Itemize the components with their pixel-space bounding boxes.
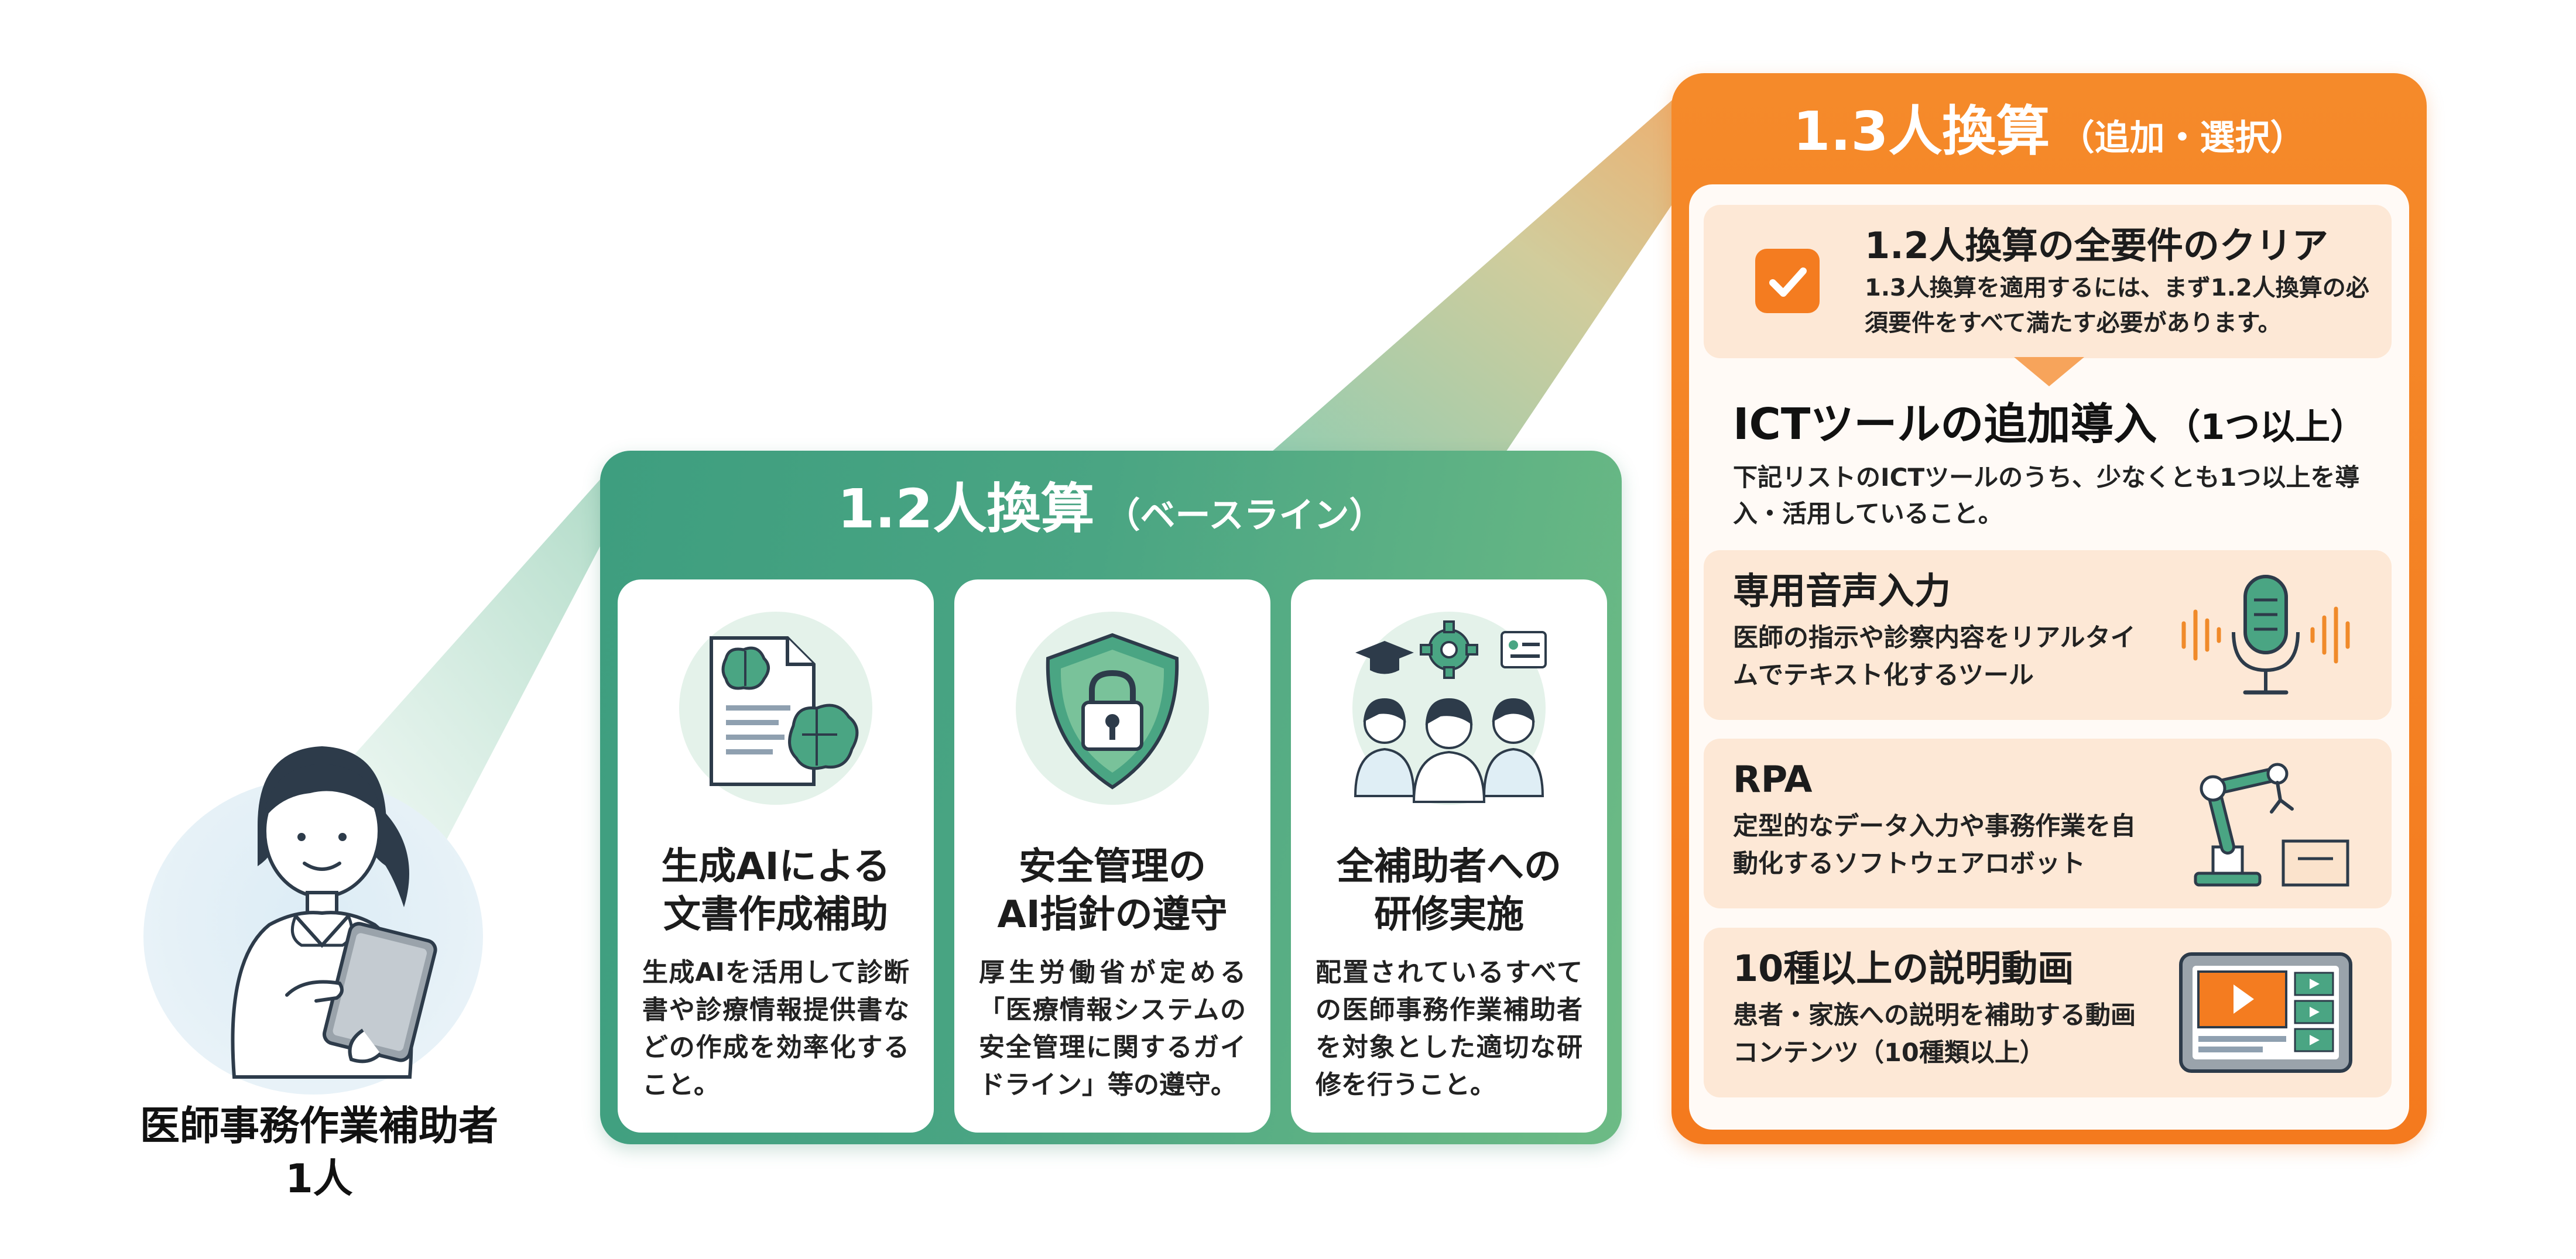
ict-subtitle: （1つ以上） [2165, 407, 2366, 448]
card-title-line: 安全管理の [1019, 845, 1206, 888]
baseline-card-training: 全補助者への 研修実施 配置されているすべての医師事務作業補助者を対象とした適切… [1291, 579, 1607, 1133]
document-brain-icon [679, 612, 872, 805]
tool-description: 患者・家族への説明を補助する動画コンテンツ（10種類以上） [1733, 1001, 2136, 1068]
checkbox-checked-icon [1755, 249, 1820, 313]
connector-band-additional [1253, 79, 1756, 468]
robot-arm-icon [2194, 763, 2349, 887]
tool-title: 10種以上の説明動画 [1733, 947, 2074, 990]
baseline-card-safety-guideline: 安全管理の AI指針の遵守 厚生労働省が定める「医療情報システムの安全管理に関す… [954, 579, 1270, 1133]
tool-title: RPA [1733, 758, 1813, 801]
connector-band-baseline [328, 457, 644, 843]
additional-title: 1.3人換算 [1793, 100, 2050, 163]
tool-item-voice-input: 専用音声入力 医師の指示や診察内容をリアルタイムでテキスト化するツール [1704, 550, 2392, 720]
baseline-title: 1.2人換算 [837, 478, 1095, 540]
person-label: 医師事務作業補助者 1人 [88, 1100, 550, 1206]
card-title-line: AI指針の遵守 [997, 893, 1228, 936]
prerequisite-pointer [2014, 357, 2084, 386]
security-shield-icon [1016, 612, 1209, 805]
video-player-icon [2179, 952, 2352, 1073]
tool-description: 定型的なデータ入力や事務作業を自動化するソフトウェアロボット [1733, 812, 2136, 879]
card-title-line: 文書作成補助 [663, 893, 888, 936]
card-title: 安全管理の AI指針の遵守 [954, 843, 1270, 939]
tool-description: 医師の指示や診察内容をリアルタイムでテキスト化するツール [1733, 623, 2136, 690]
card-title-line: 全補助者への [1337, 845, 1561, 888]
additional-subtitle: （追加・選択） [2059, 118, 2306, 159]
card-title-line: 生成AIによる [661, 845, 890, 888]
ict-description: 下記リストのICTツールのうち、少なくとも1つ以上を導入・活用していること。 [1733, 463, 2360, 528]
card-description: 配置されているすべての医師事務作業補助者を対象とした適切な研修を行うこと。 [1316, 958, 1582, 1100]
tool-item-rpa: RPA 定型的なデータ入力や事務作業を自動化するソフトウェアロボット [1704, 739, 2392, 908]
person-label-role: 医師事務作業補助者 [139, 1103, 498, 1150]
training-group-icon [1352, 612, 1547, 805]
card-title-line: 研修実施 [1374, 893, 1524, 936]
tool-item-video: 10種以上の説明動画 患者・家族への説明を補助する動画コンテンツ（10種類以上） [1704, 928, 2392, 1097]
card-description: 生成AIを活用して診断書や診療情報提供書などの作成を効率化すること。 [642, 958, 909, 1100]
additional-panel-title: 1.3人換算（追加・選択） [1671, 94, 2427, 176]
microphone-icon [2181, 575, 2350, 695]
card-description: 厚生労働省が定める「医療情報システムの安全管理に関するガイドライン」等の遵守。 [979, 958, 1246, 1100]
card-title: 全補助者への 研修実施 [1291, 843, 1607, 939]
ict-section-title: ICTツールの追加導入（1つ以上） [1733, 395, 2365, 457]
person-label-count: 1人 [285, 1156, 353, 1202]
card-title: 生成AIによる 文書作成補助 [618, 843, 934, 939]
prerequisite-title: 1.2人換算の全要件のクリア [1865, 224, 2328, 267]
baseline-panel-title: 1.2人換算（ベースライン） [600, 474, 1622, 551]
baseline-card-generative-ai: 生成AIによる 文書作成補助 生成AIを活用して診断書や診療情報提供書などの作成… [618, 579, 934, 1133]
baseline-subtitle: （ベースライン） [1105, 495, 1385, 536]
prerequisite-description: 1.3人換算を適用するには、まず1.2人換算の必須要件をすべて満たす必要がありま… [1865, 275, 2369, 337]
tool-title: 専用音声入力 [1733, 570, 1951, 612]
medical-assistant-icon [231, 746, 437, 1079]
ict-title: ICTツールの追加導入 [1733, 399, 2157, 450]
